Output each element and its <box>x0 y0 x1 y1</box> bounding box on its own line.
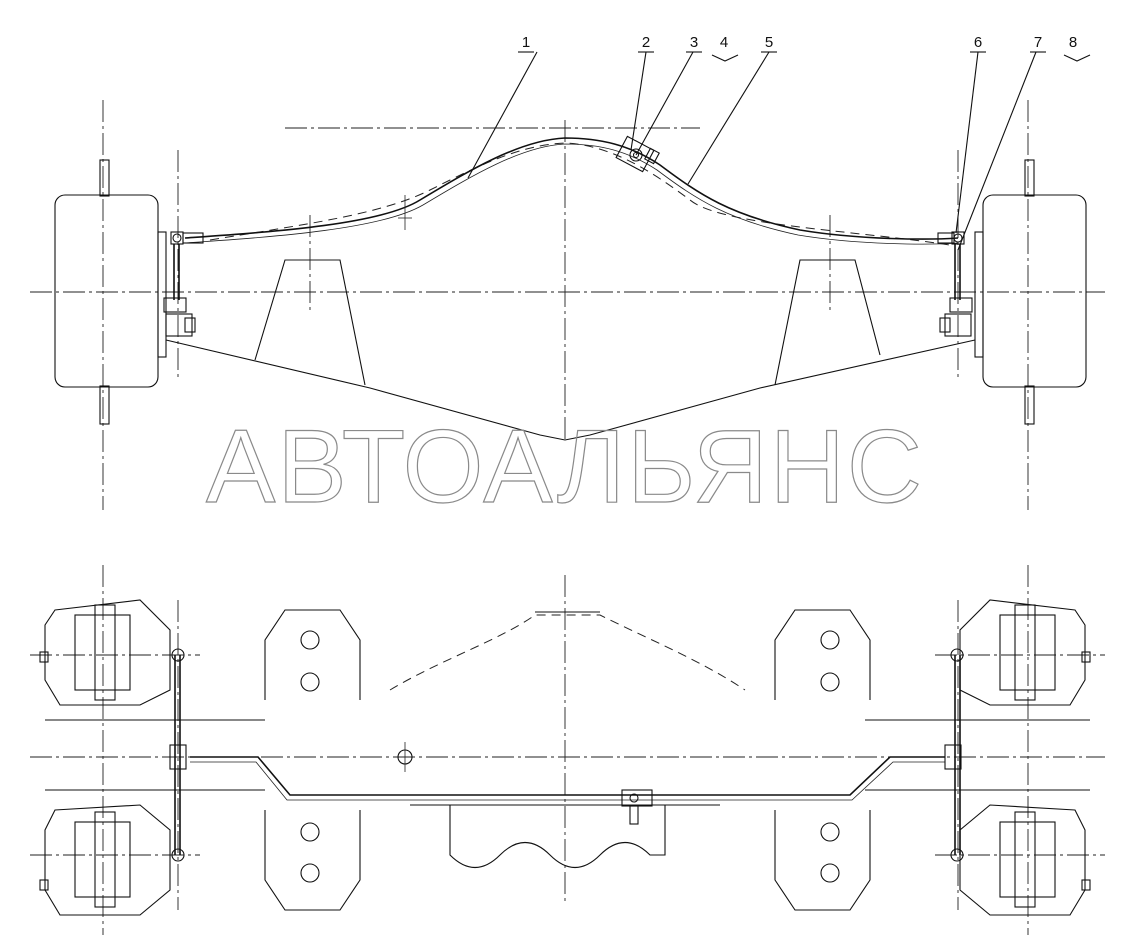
callout-leader-2 <box>630 51 647 151</box>
right-wheel-top <box>974 159 1087 425</box>
callout-leader-5 <box>687 51 770 185</box>
watermark-text: АВТОАЛЬЯНС <box>206 409 924 525</box>
callout-number-4: 4 <box>720 34 728 51</box>
callout-number-1: 1 <box>522 34 530 51</box>
callout-leader-1 <box>467 51 538 179</box>
callout-number-8: 8 <box>1069 34 1077 51</box>
left-wheel-top <box>54 159 167 425</box>
callout-number-3: 3 <box>690 34 698 51</box>
top-view <box>30 100 1105 510</box>
callout-number-5: 5 <box>765 34 773 51</box>
callout-number-2: 2 <box>642 34 650 51</box>
callout-bracket-1 <box>1063 54 1091 62</box>
callout-number-7: 7 <box>1034 34 1042 51</box>
callout-number-6: 6 <box>974 34 982 51</box>
tee-fitting-top <box>615 135 660 173</box>
callout-leader-3 <box>635 51 694 156</box>
right-calipers <box>959 599 1091 916</box>
callout-leader-6 <box>955 51 979 234</box>
left-calipers <box>39 599 171 916</box>
callout-leader-7 <box>957 51 1037 251</box>
bottom-view <box>30 565 1105 935</box>
callout-bracket-0 <box>711 54 739 62</box>
callout-labels: 1 2 3 4 5 6 7 8 <box>467 34 1091 251</box>
